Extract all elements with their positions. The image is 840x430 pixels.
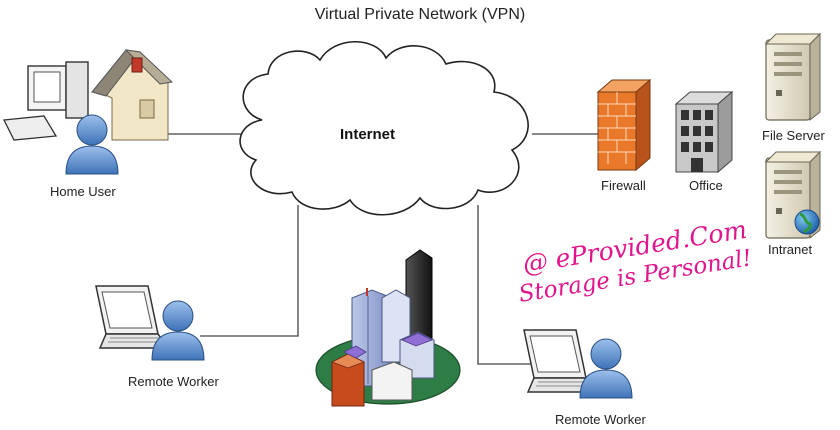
remote-worker-left-person-icon bbox=[151, 300, 205, 361]
file-server-icon bbox=[765, 33, 821, 121]
laptop-icon-left bbox=[95, 285, 169, 349]
firewall-icon bbox=[596, 78, 652, 172]
remote-worker-right-label: Remote Worker bbox=[555, 412, 646, 427]
desktop-computer-icon bbox=[2, 61, 89, 141]
line-internet-to-remote-worker-left bbox=[200, 205, 299, 337]
line-internet-to-remote-worker-right bbox=[477, 205, 552, 365]
firewall-label: Firewall bbox=[601, 178, 646, 193]
home-user-person-icon bbox=[65, 114, 119, 175]
office-label: Office bbox=[689, 178, 723, 193]
connection-lines bbox=[158, 133, 604, 365]
diagram-title: Virtual Private Network (VPN) bbox=[314, 6, 526, 23]
office-building-icon bbox=[674, 90, 734, 174]
remote-worker-right-person-icon bbox=[579, 338, 633, 399]
internet-cloud-label: Internet bbox=[340, 126, 396, 143]
remote-worker-left-label: Remote Worker bbox=[128, 374, 219, 389]
globe-icon bbox=[794, 209, 820, 235]
internet-cloud bbox=[239, 40, 529, 216]
city-buildings-icon bbox=[315, 249, 461, 407]
home-user-label: Home User bbox=[50, 184, 116, 199]
intranet-label: Intranet bbox=[768, 242, 813, 257]
house-icon bbox=[91, 49, 174, 141]
file-server-label: File Server bbox=[762, 128, 825, 143]
